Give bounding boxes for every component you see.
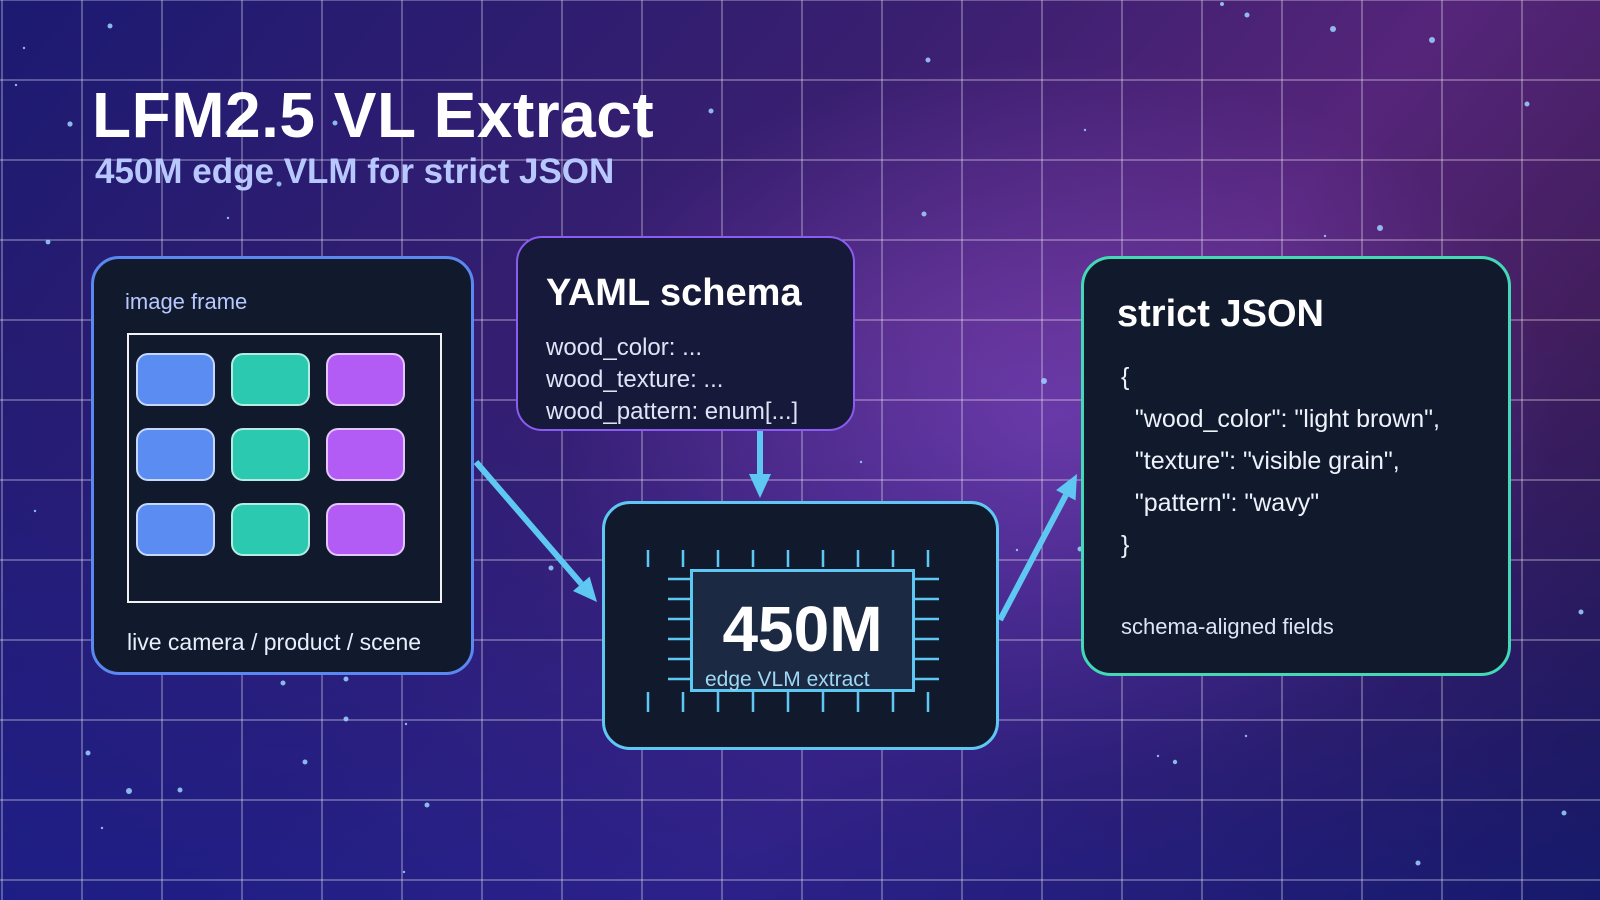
yaml-schema-card: YAML schema wood_color: ... wood_texture… [516,236,855,431]
page-title: LFM2.5 VL Extract [92,79,655,151]
json-line: "wood_color": "light brown", [1121,405,1440,433]
image-tile [326,428,405,481]
arrow-model-to-json [997,474,1077,622]
image-tile [231,428,310,481]
image-tile [326,353,405,406]
json-line: } [1121,531,1130,559]
json-line: "pattern": "wavy" [1121,489,1320,517]
image-tile [136,353,215,406]
arrow-image-to-model [473,460,597,602]
chip-die: 450M edge VLM extract [690,569,915,692]
yaml-schema-title: YAML schema [546,272,802,314]
image-frame-card: image frame live camera / product / scen… [91,256,474,675]
yaml-line: wood_pattern: enum[...] [546,398,799,425]
image-frame-label: image frame [125,289,248,314]
yaml-line: wood_color: ... [546,334,703,361]
model-chip-label: edge VLM extract [705,668,870,691]
image-tile [231,503,310,556]
model-chip-card: 450M edge VLM extract [602,501,999,750]
strict-json-card: strict JSON { "wood_color": "light brown… [1081,256,1511,676]
yaml-line: wood_texture: ... [546,366,724,393]
image-frame-preview [127,333,442,603]
json-line: { [1121,363,1130,391]
strict-json-caption: schema-aligned fields [1121,614,1334,639]
image-tile [136,503,215,556]
image-frame-caption: live camera / product / scene [127,629,422,655]
json-line: "texture": "visible grain", [1121,447,1400,475]
model-size-value: 450M [722,593,883,665]
strict-json-title: strict JSON [1117,293,1324,335]
image-tile [326,503,405,556]
arrow-schema-to-model [749,431,771,498]
image-tile [136,428,215,481]
page-subtitle: 450M edge VLM for strict JSON [95,152,615,191]
chip-pins [646,550,939,712]
image-tile [231,353,310,406]
